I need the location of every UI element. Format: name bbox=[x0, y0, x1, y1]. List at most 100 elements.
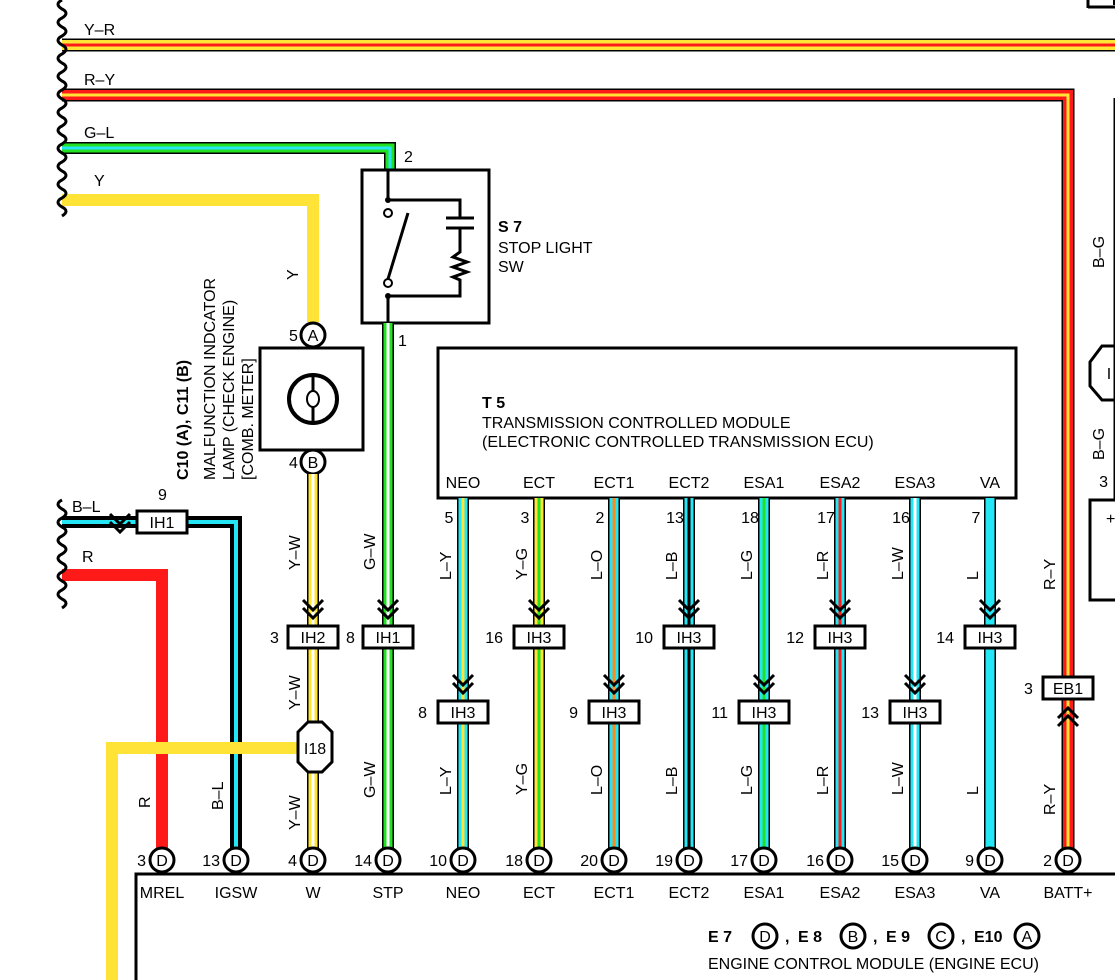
tcm-pin-esa2-name: ESA2 bbox=[820, 475, 861, 492]
ecm-pin-ect2: D bbox=[675, 846, 703, 874]
wire-label-gl: G–L bbox=[84, 125, 114, 142]
right-component-box bbox=[1088, 498, 1115, 602]
wire-label-yw-3: Y–W bbox=[287, 794, 304, 830]
ecm-pin-esa2-name: ESA2 bbox=[820, 885, 861, 902]
ecm-pin-mrel-name: MREL bbox=[140, 885, 185, 902]
junction-esa1: IH3 bbox=[737, 699, 791, 725]
junction-ih2: IH2 bbox=[286, 624, 340, 650]
junction-esa3: IH3 bbox=[888, 699, 942, 725]
junction-esa3-chevron-icon bbox=[903, 673, 927, 696]
wire-label-ect-2: Y–G bbox=[514, 763, 531, 795]
ecm-conn-e7: E 7 bbox=[708, 929, 732, 946]
junction-va-num: 14 bbox=[936, 630, 954, 647]
tcm-code: T 5 bbox=[482, 395, 505, 412]
connector-right-letter: I bbox=[1107, 366, 1111, 383]
wire-y-i18 bbox=[106, 742, 300, 980]
tcm-pin-ect2-num: 13 bbox=[666, 510, 684, 527]
ecm-pin-stp: D bbox=[374, 846, 402, 874]
ecm-pin-esa3: D bbox=[901, 846, 929, 874]
wire-label-r-vertical: R bbox=[137, 796, 154, 808]
ecm-conn-sep-3: , bbox=[961, 929, 965, 946]
tcm-name-1: TRANSMISSION CONTROLLED MODULE bbox=[482, 415, 790, 432]
junction-ect: IH3 bbox=[512, 624, 566, 650]
ecm-pin-va-name: VA bbox=[980, 885, 1000, 902]
tcm-pin-ect1-num: 2 bbox=[596, 510, 605, 527]
right-plus-sign: + bbox=[1106, 511, 1115, 528]
ecm-box bbox=[134, 872, 1115, 980]
ecm-conn-e7-circle-letter: D bbox=[759, 929, 771, 946]
stop-sw-pin-top: 2 bbox=[404, 149, 413, 166]
ecm-conn-e10-circle-letter: A bbox=[1022, 929, 1033, 946]
ecm-pin-mrel-letter: D bbox=[156, 853, 168, 870]
tcm-pin-neo-num: 5 bbox=[445, 510, 454, 527]
stop-light-switch-box bbox=[360, 168, 491, 325]
wire-label-yw-1: Y–W bbox=[287, 534, 304, 570]
ecm-pin-igsw-letter: D bbox=[230, 853, 242, 870]
wire-label-ect1-1: L–O bbox=[589, 550, 606, 580]
ecm-pin-ect2-name: ECT2 bbox=[669, 885, 710, 902]
wire-label-ry: R–Y bbox=[84, 72, 115, 89]
junction-esa3-label: IH3 bbox=[903, 705, 928, 722]
wire-ry-stripe bbox=[62, 93, 1070, 860]
junction-eb1: EB1 bbox=[1041, 675, 1095, 701]
wire-label-esa2-1: L–R bbox=[815, 551, 832, 580]
junction-ih2-num: 3 bbox=[270, 630, 279, 647]
ecm-conn-sep-2: , bbox=[873, 929, 877, 946]
junction-esa2: IH3 bbox=[813, 624, 867, 650]
mil-pin-bottom-num: 4 bbox=[289, 455, 298, 472]
ecm-pin-va: D bbox=[976, 846, 1004, 874]
junction-esa1-label: IH3 bbox=[752, 705, 777, 722]
ecm-pin-esa1: D bbox=[750, 846, 778, 874]
break-top bbox=[56, 0, 68, 218]
wire-label-bg-1: B–G bbox=[1091, 236, 1108, 268]
ecm-pin-ect2-letter: D bbox=[683, 853, 695, 870]
junction-ih2-label: IH2 bbox=[301, 630, 326, 647]
junction-ih1-stp-label: IH1 bbox=[376, 630, 401, 647]
tcm-pin-ect-num: 3 bbox=[521, 510, 530, 527]
ecm-pin-esa3-name: ESA3 bbox=[895, 885, 936, 902]
ecm-pin-neo-letter: D bbox=[457, 853, 469, 870]
mil-pin-b: B bbox=[299, 448, 327, 476]
wire-label-yw-2: Y–W bbox=[287, 674, 304, 710]
lamp-coil-icon bbox=[306, 390, 320, 408]
ecm-pin-batt-letter: D bbox=[1062, 853, 1074, 870]
ecm-pin-esa2-letter: D bbox=[834, 853, 846, 870]
ih1-stp-chevron-icon bbox=[376, 598, 400, 621]
connector-right-icon bbox=[1088, 344, 1115, 402]
mil-name-line2: LAMP (CHECK ENGINE) bbox=[221, 300, 238, 480]
junction-ih1-bl-label: IH1 bbox=[150, 515, 175, 532]
ecm-pin-esa3-letter: D bbox=[909, 853, 921, 870]
mil-pin-a-letter: A bbox=[308, 328, 319, 345]
stop-sw-name-1: STOP LIGHT bbox=[498, 240, 593, 257]
ecm-pin-ect-num: 18 bbox=[505, 853, 523, 870]
junction-ect1-num: 9 bbox=[569, 705, 578, 722]
ecm-conn-e10: E10 bbox=[974, 929, 1003, 946]
connector-i18-icon bbox=[296, 720, 334, 774]
wire-label-gw-1: G–W bbox=[362, 533, 379, 570]
junction-ect1-label: IH3 bbox=[602, 705, 627, 722]
junction-ect-label: IH3 bbox=[527, 630, 552, 647]
ecm-pin-esa1-name: ESA1 bbox=[744, 885, 785, 902]
tcm-pin-ect1-name: ECT1 bbox=[594, 475, 635, 492]
junction-neo-label: IH3 bbox=[451, 705, 476, 722]
ecm-pin-esa1-letter: D bbox=[758, 853, 770, 870]
junction-esa2-label: IH3 bbox=[828, 630, 853, 647]
junction-ect-num: 16 bbox=[485, 630, 503, 647]
wire-label-gw-2: G–W bbox=[362, 761, 379, 798]
junction-ect2-chevron-icon bbox=[677, 598, 701, 621]
ih2-chevron-icon bbox=[301, 598, 325, 621]
ecm-pin-esa1-num: 17 bbox=[730, 853, 748, 870]
tcm-name-2: (ELECTRONIC CONTROLLED TRANSMISSION ECU) bbox=[482, 434, 874, 451]
ecm-name: ENGINE CONTROL MODULE (ENGINE ECU) bbox=[708, 956, 1039, 973]
wire-label-r: R bbox=[82, 549, 94, 566]
wire-label-ect2-2: L–B bbox=[664, 767, 681, 795]
mil-name-line1: MALFUNCTION INDCATOR bbox=[202, 278, 219, 480]
junction-neo: IH3 bbox=[436, 699, 490, 725]
ecm-pin-neo-name: NEO bbox=[446, 885, 481, 902]
wire-label-ect-1: Y–G bbox=[514, 548, 531, 580]
junction-ih1-bl: IH1 bbox=[135, 509, 189, 535]
ecm-pin-va-num: 9 bbox=[965, 853, 974, 870]
wire-label-ry-lower: R–Y bbox=[1042, 784, 1059, 815]
junction-va: IH3 bbox=[963, 624, 1017, 650]
ecm-pin-stp-name: STP bbox=[372, 885, 403, 902]
